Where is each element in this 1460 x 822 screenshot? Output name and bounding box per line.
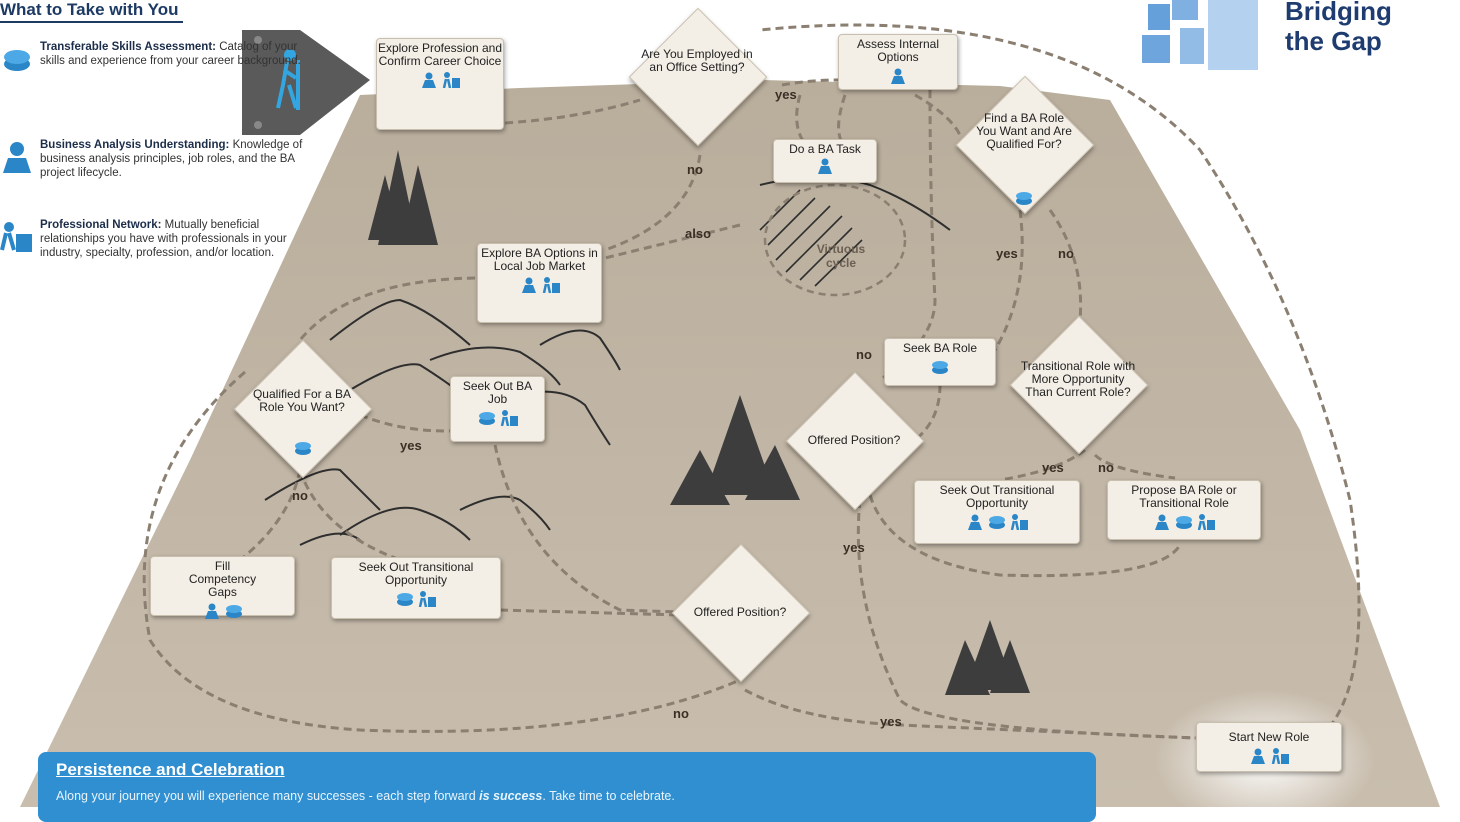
network-icon [500, 410, 518, 426]
person-icon [521, 277, 536, 293]
skills-disc-icon [478, 412, 495, 425]
box-label: Assess Internal Options [856, 37, 940, 64]
brand-line1: Bridging [1285, 0, 1392, 26]
persistence-text-after: . Take time to celebrate. [542, 789, 675, 803]
box-label: Seek Out Transitional Opportunity [939, 483, 1055, 510]
skills-disc-icon [4, 50, 30, 71]
label-yes-transitional: yes [1042, 460, 1064, 475]
box-explore-profession[interactable]: Explore Profession and Confirm Career Ch… [376, 38, 504, 130]
tree-cluster-right [945, 620, 1030, 695]
person-icon [1155, 514, 1169, 530]
network-icon [1010, 514, 1028, 530]
box-label: Fill Competency Gaps [188, 559, 257, 599]
network-icon [0, 222, 32, 252]
legend-item-skills: Transferable Skills Assessment: Catalog … [0, 40, 310, 130]
label-no-qualified: no [292, 488, 308, 503]
legend-item-network: Professional Network: Mutually beneficia… [0, 218, 310, 308]
label-yes-find: yes [996, 246, 1018, 261]
box-explore-ba-local[interactable]: Explore BA Options in Local Job Market [477, 243, 602, 323]
network-icon [1271, 748, 1289, 764]
virtuous-cycle-loop [763, 183, 907, 297]
diamond-offered-bottom-label: Offered Position? [693, 605, 787, 619]
journey-paths [142, 23, 1361, 747]
skills-disc-icon [225, 605, 242, 618]
network-icon [442, 72, 460, 88]
persistence-text-before: Along your journey you will experience m… [56, 789, 480, 803]
label-yes-qualified: yes [400, 438, 422, 453]
brand-line2: the Gap [1285, 26, 1382, 56]
legend-title: What to Take with You [0, 0, 183, 23]
label-yes-offered-right: yes [843, 540, 865, 555]
label-also: also [685, 226, 712, 241]
persistence-text: Along your journey you will experience m… [56, 789, 1078, 803]
label-yes-bottom: yes [880, 714, 902, 729]
box-label: Seek BA Role [902, 341, 978, 355]
legend-desc: Mutually beneficial relationships you ha… [40, 219, 287, 259]
label-virtuous-cycle: Virtuous cycle [816, 242, 866, 270]
legend-desc: Catalog of your skills and experience fr… [40, 41, 301, 67]
diamond-transitional-label: Transitional Role with More Opportunity … [1020, 359, 1136, 399]
person-icon [3, 142, 31, 173]
label-no-bottom: no [673, 706, 689, 721]
person-icon [422, 72, 436, 88]
diamond-employed-office-label: Are You Employed in an Office Setting? [641, 47, 753, 74]
label-no-transitional: no [1098, 460, 1114, 475]
skills-disc-icon [1176, 516, 1192, 529]
person-icon [1251, 748, 1265, 764]
persistence-title: Persistence and Celebration [56, 760, 285, 779]
box-assess-internal[interactable]: Assess Internal Options [838, 34, 958, 90]
legend-term: Professional Network: [40, 219, 162, 231]
box-label: Seek Out Transitional Opportunity [358, 560, 474, 587]
person-icon [818, 158, 832, 174]
logo-cubes [1142, 0, 1258, 70]
persistence-banner: Persistence and Celebration Along your j… [38, 752, 1096, 822]
network-icon [1197, 514, 1215, 530]
box-label: Explore Profession and Confirm Career Ch… [377, 41, 503, 68]
skills-disc-icon [1016, 192, 1032, 205]
legend-term: Business Analysis Understanding: [40, 139, 230, 151]
box-propose-ba-role[interactable]: Propose BA Role or Transitional Role [1107, 480, 1261, 540]
legend-item-ba-understanding: Business Analysis Understanding: Knowled… [0, 138, 310, 208]
virtuous-cycle-hatch [759, 189, 863, 287]
box-do-ba-task[interactable]: Do a BA Task [773, 139, 877, 183]
skills-disc-icon [989, 516, 1005, 529]
person-icon [204, 603, 219, 619]
diamond-offered-right-label: Offered Position? [807, 433, 901, 447]
hiker-sign [242, 30, 370, 135]
diamond-qualified-label: Qualified For a BA Role You Want? [252, 387, 352, 414]
person-icon [891, 68, 905, 84]
box-label: Propose BA Role or Transitional Role [1131, 483, 1237, 510]
label-yes-office: yes [775, 87, 797, 102]
label-no-seek-role: no [856, 347, 872, 362]
box-seek-out-ba-job[interactable]: Seek Out BA Job [450, 376, 545, 442]
box-seek-transitional-left[interactable]: Seek Out Transitional Opportunity [331, 557, 501, 619]
skills-disc-icon [295, 442, 311, 455]
legend-term: Transferable Skills Assessment: [40, 41, 216, 53]
tree-cluster-left [368, 150, 438, 245]
box-label: Start New Role [1228, 730, 1310, 744]
person-icon [968, 514, 982, 530]
box-seek-transitional-right[interactable]: Seek Out Transitional Opportunity [914, 480, 1080, 544]
label-no-office: no [687, 162, 703, 177]
label-no-find: no [1058, 246, 1074, 261]
skills-disc-icon [397, 593, 413, 606]
persistence-text-emphasis: is success [479, 789, 543, 803]
network-icon [542, 277, 560, 293]
box-start-new-role[interactable]: Start New Role [1196, 722, 1342, 772]
box-label: Explore BA Options in Local Job Market [481, 246, 598, 273]
box-label: Do a BA Task [789, 142, 861, 156]
box-fill-competency[interactable]: Fill Competency Gaps [150, 556, 295, 619]
legend-desc: Knowledge of business analysis principle… [40, 139, 303, 179]
box-label: Seek Out BA Job [462, 379, 533, 406]
tree-cluster-center [670, 395, 800, 505]
diamond-find-ba-role-label: Find a BA Role You Want and Are Qualifie… [976, 111, 1072, 151]
skills-disc-icon [932, 361, 948, 374]
brand-title: Bridging the Gap [1285, 0, 1392, 56]
network-icon [418, 591, 436, 607]
box-seek-ba-role[interactable]: Seek BA Role [884, 338, 996, 386]
